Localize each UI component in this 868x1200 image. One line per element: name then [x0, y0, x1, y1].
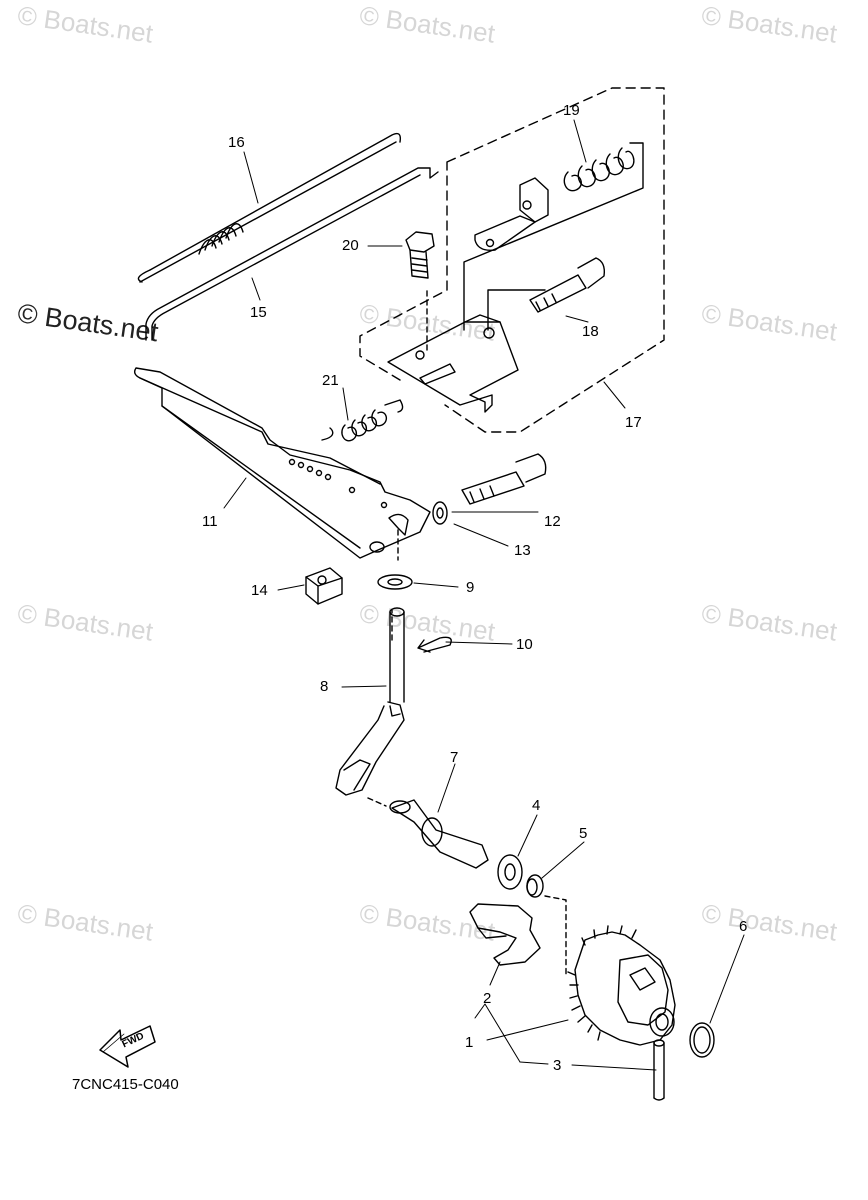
callout-14: 14 [251, 582, 268, 599]
callout-12: 12 [544, 513, 561, 530]
collar-5 [526, 874, 567, 976]
spring-21 [321, 399, 404, 442]
gear-1 [567, 925, 676, 1046]
callout-9: 9 [466, 579, 475, 596]
callout-7: 7 [450, 749, 459, 766]
callout-18: 18 [582, 323, 599, 340]
callout-21: 21 [322, 372, 339, 389]
callout-2: 2 [483, 990, 492, 1007]
bolt-18 [529, 257, 606, 313]
callout-10: 10 [516, 636, 533, 653]
washer-4 [497, 854, 523, 890]
lever-11 [133, 367, 431, 561]
callout-4: 4 [532, 797, 541, 814]
callout-11: 11 [202, 513, 218, 530]
diagram-code: 7CNC415-C040 [72, 1076, 179, 1093]
ring-6 [689, 1022, 715, 1058]
callout-6: 6 [739, 918, 748, 935]
callout-5: 5 [579, 825, 588, 842]
link-rod-15 [145, 167, 439, 341]
washer-13 [432, 501, 448, 525]
callout-17: 17 [625, 414, 642, 431]
callout-15: 15 [250, 304, 267, 321]
callout-20: 20 [342, 237, 359, 254]
nut-bracket-17 [474, 177, 549, 251]
fwd-arrow-icon [99, 1025, 156, 1068]
pin-3 [653, 1039, 665, 1101]
bolt-12 [461, 453, 547, 505]
clip-10 [417, 636, 452, 653]
washer-9 [377, 574, 413, 590]
spring-19 [563, 147, 635, 192]
callout-19: 19 [563, 102, 580, 119]
bracket-17 [387, 314, 519, 413]
callout-8: 8 [320, 678, 329, 695]
nut-14 [305, 567, 343, 605]
pawl-2 [469, 903, 541, 966]
assembly-17-boundary [359, 87, 665, 433]
callout-1: 1 [465, 1034, 474, 1051]
bolt-20 [405, 231, 435, 279]
bushing-7 [367, 797, 489, 869]
callout-13: 13 [514, 542, 531, 559]
callout-3: 3 [553, 1057, 562, 1074]
callout-16: 16 [228, 134, 245, 151]
rod-with-spring-16 [137, 132, 402, 283]
shaft-8 [335, 607, 405, 796]
leader-lines [223, 119, 745, 1071]
